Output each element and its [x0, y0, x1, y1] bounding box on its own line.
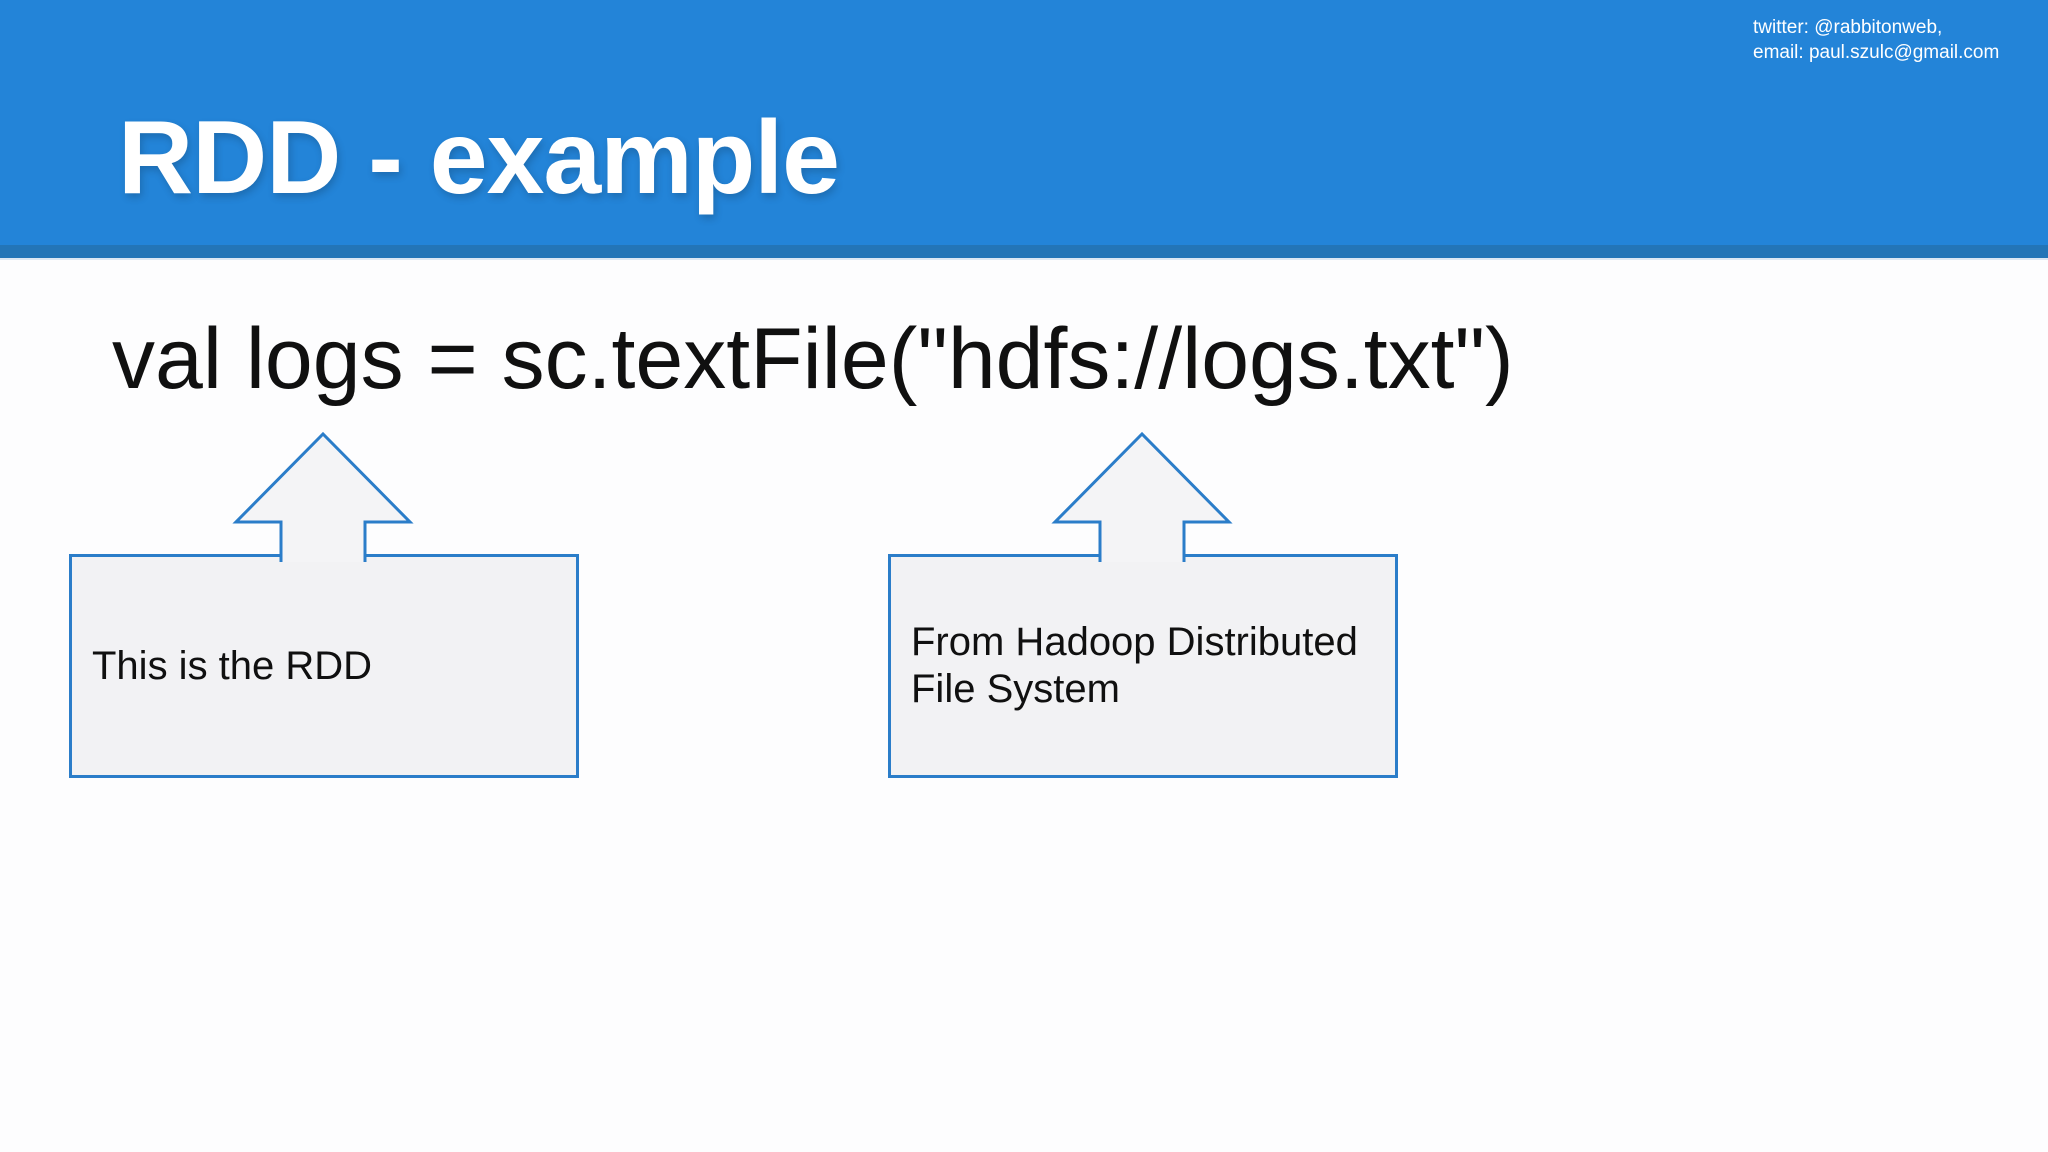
callout-text-rdd: This is the RDD [92, 643, 373, 688]
callout-text-hdfs: From Hadoop Distributed File System [911, 620, 1358, 711]
header-band: RDD - example twitter: @rabbitonweb, ema… [0, 0, 2048, 245]
contact-info: twitter: @rabbitonweb, email: paul.szulc… [1753, 15, 1999, 65]
callout-box-rdd: This is the RDD [69, 554, 579, 778]
page-title: RDD - example [118, 100, 840, 216]
up-arrow-icon [232, 431, 414, 562]
header-accent-strip-highlight [0, 258, 2048, 260]
contact-twitter: twitter: @rabbitonweb, [1753, 17, 1943, 38]
header-accent-strip [0, 245, 2048, 258]
code-line: val logs = sc.textFile("hdfs://logs.txt"… [112, 311, 1514, 407]
up-arrow-icon [1051, 431, 1233, 562]
contact-email: email: paul.szulc@gmail.com [1753, 42, 2000, 63]
callout-box-hdfs: From Hadoop Distributed File System [888, 554, 1398, 778]
